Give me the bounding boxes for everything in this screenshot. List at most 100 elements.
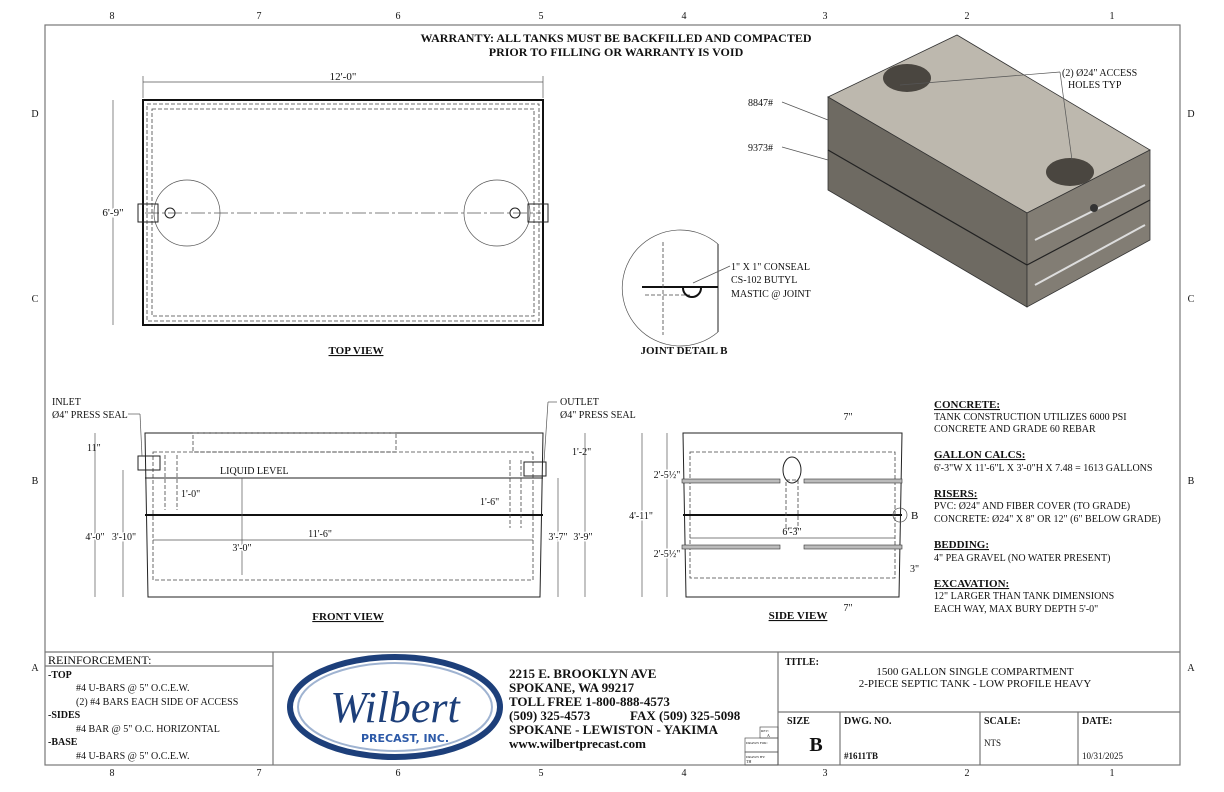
access-holes-note-1: (2) Ø24" ACCESS	[1062, 68, 1137, 79]
row-label: A	[31, 663, 39, 674]
side-wall-dim: 3"	[910, 564, 919, 575]
title-block: REINFORCEMENT: -TOP #4 U-BARS @ 5" O.C.E…	[45, 651, 1180, 766]
outlet-drop-dim: 1'-2"	[572, 447, 591, 458]
joint-detail-callout: B	[911, 510, 918, 522]
size-label: SIZE	[787, 716, 810, 727]
inner-width-dim: 6'-3"	[782, 527, 801, 538]
inlet-label: INLET	[52, 397, 81, 408]
note-line: CONCRETE AND GRADE 60 REBAR	[934, 424, 1096, 435]
column-label: 1	[1110, 768, 1115, 779]
top-view: 12'-0" 6'-9" TOP VIEW	[100, 71, 549, 357]
date-value: 10/31/2025	[1082, 751, 1124, 761]
column-label: 7	[257, 11, 262, 22]
note-line: 12" LARGER THAN TANK DIMENSIONS	[934, 591, 1114, 602]
outlet-label: OUTLET	[560, 397, 599, 408]
note-heading-bedding: BEDDING:	[934, 539, 989, 551]
top-view-length-dim: 12'-0"	[330, 71, 357, 83]
outlet-seal-label: Ø4" PRESS SEAL	[560, 410, 636, 421]
note-heading-excavation: EXCAVATION:	[934, 578, 1009, 590]
column-label: 5	[539, 768, 544, 779]
column-label: 4	[682, 11, 687, 22]
note-line: PVC: Ø24" AND FIBER COVER (TO GRADE)	[934, 501, 1130, 512]
top-section-weight: 8847#	[748, 98, 773, 109]
row-label: D	[1187, 109, 1194, 120]
general-notes: CONCRETE: TANK CONSTRUCTION UTILIZES 600…	[934, 399, 1161, 615]
sheet-border	[44, 24, 1181, 766]
inlet-tee-dim: 1'-0"	[181, 489, 200, 500]
inner-length-dim: 11'-6"	[308, 529, 332, 540]
isometric-tank-view: (2) Ø24" ACCESS HOLES TYP 8847# 9373#	[748, 34, 1151, 308]
top-wall-dim: 7"	[843, 412, 852, 423]
top-view-label: TOP VIEW	[329, 345, 384, 357]
company-website: www.wilbertprecast.com	[509, 736, 646, 751]
column-label: 8	[110, 11, 115, 22]
front-view: INLET Ø4" PRESS SEAL OUTLET Ø4" PRESS SE…	[52, 397, 636, 623]
company-phone: (509) 325-4573	[509, 708, 591, 723]
row-label: D	[31, 109, 38, 120]
inlet-seal-label: Ø4" PRESS SEAL	[52, 410, 128, 421]
drawing-title-line-1: 1500 GALLON SINGLE COMPARTMENT	[876, 666, 1074, 678]
drawn-by-label: DRAWN BY:	[746, 755, 765, 759]
side-view-label: SIDE VIEW	[769, 610, 828, 622]
column-label: 2	[965, 768, 970, 779]
joint-detail: 1" X 1" CONSEAL CS-102 BUTYL MASTIC @ JO…	[621, 229, 811, 357]
size-value: B	[809, 734, 822, 756]
dwg-no-value: #1611TB	[844, 751, 878, 761]
bottom-wall-dim: 7"	[843, 603, 852, 614]
row-label: A	[1187, 663, 1195, 674]
logo-subtitle: PRECAST, INC.	[361, 732, 449, 745]
note-line: TANK CONSTRUCTION UTILIZES 6000 PSI	[934, 412, 1127, 423]
outlet-height-dim: 3'-9"	[573, 532, 592, 543]
column-label: 2	[965, 11, 970, 22]
reinforcement-line: -SIDES	[48, 710, 81, 721]
reinforcement-line: #4 U-BARS @ 5" O.C.E.W.	[76, 751, 190, 762]
wilbert-logo: Wilbert PRECAST, INC.	[287, 654, 503, 760]
outlet-tee-dim: 1'-6"	[480, 497, 499, 508]
column-label: 4	[682, 768, 687, 779]
logo-wordmark: Wilbert	[330, 683, 461, 732]
drawn-for-label: DRAWN FOR:	[746, 741, 768, 745]
inlet-invert-dim: 3'-10"	[112, 532, 136, 543]
column-labels-bottom: 8 7 6 5 4 3 2 1	[110, 768, 1115, 779]
date-label: DATE:	[1082, 716, 1112, 727]
overall-height-dim: 4'-0"	[85, 532, 104, 543]
column-label: 5	[539, 11, 544, 22]
outlet-invert-dim: 3'-7"	[548, 532, 567, 543]
column-labels-top: 8 7 6 5 4 3 2 1	[110, 11, 1115, 22]
column-label: 3	[823, 768, 828, 779]
company-city: SPOKANE, WA 99217	[509, 680, 635, 695]
reinforcement-line: (2) #4 BARS EACH SIDE OF ACCESS	[76, 697, 238, 708]
note-line: CONCRETE: Ø24" X 8" OR 12" (6" BELOW GRA…	[934, 514, 1161, 525]
company-fax: FAX (509) 325-5098	[630, 708, 741, 723]
column-label: 6	[396, 768, 401, 779]
column-label: 1	[1110, 11, 1115, 22]
reinforcement-line: -TOP	[48, 670, 72, 681]
top-view-width-dim: 6'-9"	[102, 207, 123, 219]
reinforcement-line: -BASE	[48, 737, 78, 748]
column-label: 3	[823, 11, 828, 22]
side-view: B 7" 7" 4'-11" 2'-5½" 2'-5½" 6'-3" 3" SI…	[628, 412, 920, 622]
liquid-level-label: LIQUID LEVEL	[220, 466, 289, 477]
column-label: 6	[396, 11, 401, 22]
row-labels: D C B A D C B A	[31, 109, 1195, 674]
joint-note-1: 1" X 1" CONSEAL	[731, 262, 810, 273]
upper-half-dim: 2'-5½"	[654, 470, 681, 481]
reinforcement-line: #4 BAR @ 5" O.C. HORIZONTAL	[76, 724, 220, 735]
row-label: C	[32, 294, 39, 305]
row-label: B	[1188, 476, 1195, 487]
column-label: 7	[257, 768, 262, 779]
drawn-by-value: TH	[746, 759, 751, 764]
column-label: 8	[110, 768, 115, 779]
row-label: B	[32, 476, 39, 487]
drawing-title-line-2: 2-PIECE SEPTIC TANK - LOW PROFILE HEAVY	[859, 678, 1092, 690]
note-line: EACH WAY, MAX BURY DEPTH 5'-0"	[934, 604, 1098, 615]
title-label: TITLE:	[785, 657, 819, 668]
front-view-label: FRONT VIEW	[312, 611, 383, 623]
company-locations: SPOKANE - LEWISTON - YAKIMA	[509, 722, 719, 737]
liquid-depth-dim: 3'-0"	[232, 543, 251, 554]
side-overall-height-dim: 4'-11"	[629, 511, 653, 522]
reinforcement-line: #4 U-BARS @ 5" O.C.E.W.	[76, 683, 190, 694]
reinforcement-title: REINFORCEMENT:	[48, 653, 151, 667]
joint-note-2: CS-102 BUTYL	[731, 275, 797, 286]
